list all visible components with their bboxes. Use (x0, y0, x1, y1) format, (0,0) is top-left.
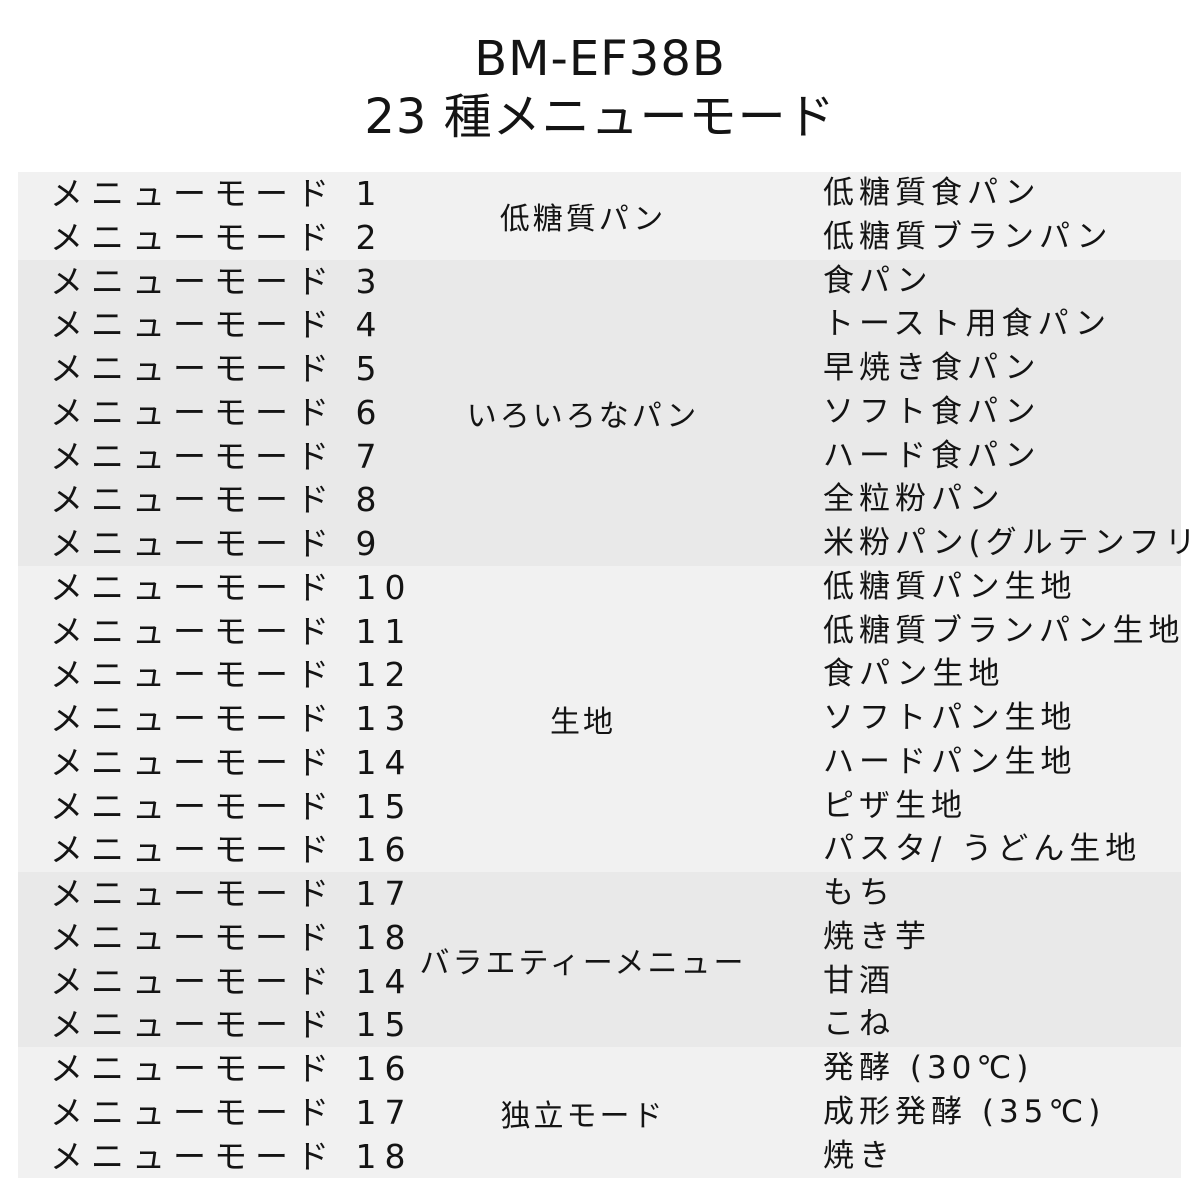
menu-name: 低糖質ブランパン生地 (823, 612, 1185, 649)
menu-name: パスタ/ うどん生地 (823, 831, 1142, 868)
table-row: メニューモード 2 低糖質ブランパン (18, 216, 1181, 260)
category-label: 生地 (550, 704, 616, 740)
table-row: メニューモード 18 焼き芋 (18, 916, 1181, 960)
table-row: メニューモード 7 ハード食パン (18, 435, 1181, 479)
menu-mode-number: メニューモード 7 (50, 436, 385, 476)
menu-name: 発酵 (30℃) (823, 1050, 1034, 1086)
menu-mode-number: メニューモード 6 (50, 392, 385, 432)
menu-name: もち (823, 875, 895, 911)
table-row: メニューモード 9 米粉パン(グルテンフリー) (18, 522, 1200, 566)
model-name: BM-EF38B (474, 31, 726, 87)
page-title: BM-EF38B 23 種メニューモード (0, 30, 1200, 146)
menu-mode-count-title: 23 種メニューモード (364, 89, 836, 145)
category-label: バラエティーメニュー (419, 945, 747, 981)
menu-mode-number: メニューモード 14 (50, 961, 414, 1001)
menu-name: 低糖質パン生地 (823, 568, 1077, 605)
table-row: メニューモード 18 焼き (18, 1135, 1181, 1179)
table-row: メニューモード 15 ピザ生地 (18, 785, 1181, 829)
category-label: いろいろなパン (466, 398, 700, 434)
menu-name: トースト用食パン (823, 306, 1111, 343)
menu-mode-number: メニューモード 5 (50, 349, 385, 388)
table-row: メニューモード 6 ソフト食パン (18, 391, 1181, 435)
menu-mode-number: メニューモード 4 (50, 305, 385, 345)
menu-mode-number: メニューモード 14 (50, 742, 414, 782)
table-row: メニューモード 16 パスタ/ うどん生地 (18, 828, 1181, 872)
menu-mode-number: メニューモード 17 (50, 874, 414, 913)
menu-mode-number: メニューモード 11 (50, 611, 414, 651)
category-label: 独立モード (500, 1098, 666, 1134)
table-row: メニューモード 4 トースト用食パン (18, 303, 1181, 347)
table-row: メニューモード 13 ソフトパン生地 (18, 697, 1181, 741)
table-row: メニューモード 3 食パン (18, 260, 1181, 304)
menu-mode-number: メニューモード 1 (50, 174, 385, 213)
category-label: 低糖質パン (499, 201, 667, 237)
menu-name: こね (823, 1006, 895, 1043)
menu-name: ハード食パン (823, 437, 1041, 474)
table-row: メニューモード 5 早焼き食パン (18, 347, 1181, 391)
menu-name: 食パン生地 (823, 656, 1005, 693)
table-row: メニューモード 1 低糖質食パン (18, 172, 1181, 216)
menu-mode-number: メニューモード 12 (50, 655, 414, 695)
menu-mode-number: メニューモード 10 (50, 567, 414, 607)
menu-name: 低糖質食パン (823, 175, 1041, 211)
menu-name: ハードパン生地 (823, 743, 1077, 780)
menu-name: 成形発酵 (35℃) (823, 1093, 1106, 1130)
menu-mode-number: メニューモード 15 (50, 786, 414, 826)
menu-name: 全粒粉パン (823, 481, 1005, 518)
menu-mode-number: メニューモード 17 (50, 1092, 414, 1132)
menu-mode-number: メニューモード 18 (50, 917, 414, 957)
menu-mode-number: メニューモード 15 (50, 1005, 414, 1045)
menu-mode-number: メニューモード 2 (50, 217, 385, 257)
menu-mode-number: メニューモード 9 (50, 524, 385, 563)
category-group: メニューモード 3 食パンメニューモード 4 トースト用食パンメニューモード 5 早焼… (18, 259, 1200, 566)
category-group: メニューモード 1 低糖質食パンメニューモード 2 低糖質ブランパン 低糖質パン (18, 172, 1181, 260)
table-row: メニューモード 12 食パン生地 (18, 653, 1181, 697)
menu-mode-number: メニューモード 13 (50, 699, 414, 738)
table-row: メニューモード 15 こね (18, 1003, 1181, 1047)
menu-mode-number: メニューモード 8 (50, 480, 385, 520)
menu-name: 食パン (823, 262, 933, 299)
menu-name: ピザ生地 (823, 787, 967, 824)
menu-name: 焼き (823, 1137, 895, 1174)
menu-name: ソフト食パン (823, 393, 1041, 430)
menu-name: 低糖質ブランパン (823, 218, 1113, 255)
table-row: メニューモード 14 ハードパン生地 (18, 741, 1181, 785)
menu-mode-number: メニューモード 16 (50, 830, 414, 870)
menu-mode-number: メニューモード 3 (50, 261, 385, 301)
table-row: メニューモード 17 もち (18, 872, 1181, 916)
table-row: メニューモード 14 甘酒 (18, 960, 1181, 1004)
menu-name: 早焼き食パン (823, 350, 1041, 386)
table-row: メニューモード 10 低糖質パン生地 (18, 566, 1181, 610)
menu-name: ソフトパン生地 (823, 700, 1077, 736)
table-row: メニューモード 16 発酵 (30℃) (18, 1047, 1181, 1091)
table-row: メニューモード 8 全粒粉パン (18, 478, 1181, 522)
table-row: メニューモード 17 成形発酵 (35℃) (18, 1091, 1181, 1135)
menu-name: 甘酒 (823, 962, 895, 999)
menu-mode-number: メニューモード 16 (50, 1049, 414, 1088)
menu-mode-number: メニューモード 18 (50, 1136, 414, 1176)
menu-name: 米粉パン(グルテンフリー) (823, 525, 1200, 561)
menu-name: 焼き芋 (823, 918, 931, 955)
